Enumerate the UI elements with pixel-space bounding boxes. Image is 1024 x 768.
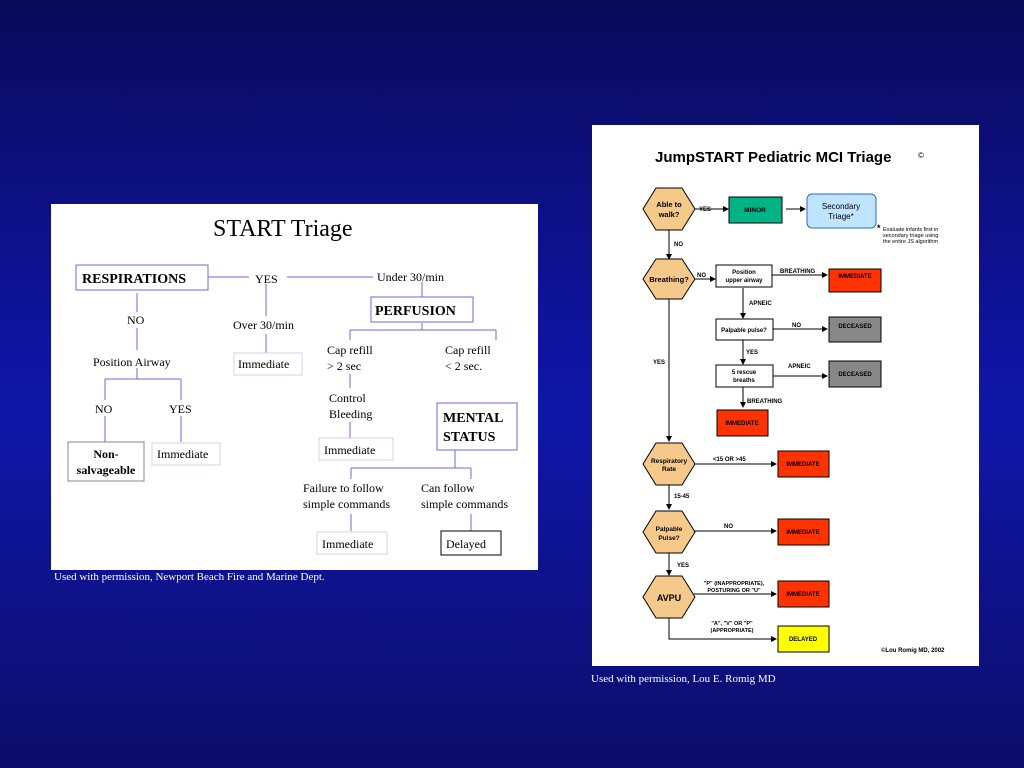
immediate-mental-box: Immediate [322, 537, 373, 551]
no-pulse-label: NO [792, 323, 801, 329]
immediate-airway-box: Immediate [157, 447, 208, 461]
resp-line2: Rate [662, 466, 676, 473]
no-breathing-label: NO [697, 273, 706, 279]
delayed-box: Delayed [446, 537, 486, 551]
minor-box: MINOR [744, 207, 766, 214]
note-star: * [877, 223, 881, 233]
no-palp-label: NO [724, 524, 733, 530]
immediate-box-2: IMMEDIATE [725, 421, 758, 427]
mental-status-line1: MENTAL [443, 411, 503, 426]
control-bleeding-line2: Bleeding [329, 407, 372, 421]
title-copyright: © [918, 151, 924, 160]
immediate-box-5: IMMEDIATE [786, 592, 819, 598]
yes-palp-label: YES [677, 563, 689, 569]
position-line1: Position [732, 270, 756, 276]
secondary-line1: Secondary [822, 202, 860, 211]
immediate-perfusion-box: Immediate [324, 443, 375, 457]
palp-line1: Palpable [656, 526, 683, 533]
breathing-rescue-label: BREATHING [747, 399, 783, 405]
delayed-box-js: DELAYED [789, 637, 818, 643]
position-airway-label: Position Airway [93, 355, 171, 369]
note-line1: Evaluate infants first in [883, 227, 938, 233]
note-line2: secondary triage using [883, 233, 938, 239]
able-line1: Able to [656, 200, 682, 209]
avpu-hexagon [642, 575, 696, 619]
cap-refill-gt-line1: Cap refill [327, 343, 373, 357]
jumpstart-triage-chart: JumpSTART Pediatric MCI Triage © [592, 125, 979, 666]
over-30-label: Over 30/min [233, 318, 294, 332]
immediate-box-1: IMMEDIATE [838, 274, 871, 280]
appropriate-line2: (APPROPRIATE) [711, 628, 754, 634]
immediate-box-3: IMMEDIATE [786, 462, 819, 468]
no-airway-label: NO [95, 402, 113, 416]
deceased-box-2: DECEASED [838, 372, 872, 378]
rescue-line1: 5 rescue [732, 370, 757, 376]
respirations-box: RESPIRATIONS [82, 272, 186, 287]
secondary-line2: Triage* [828, 212, 854, 221]
perfusion-box: PERFUSION [375, 304, 456, 319]
jumpstart-credit: Used with permission, Lou E. Romig MD [591, 673, 776, 685]
jumpstart-title: JumpSTART Pediatric MCI Triage [655, 149, 891, 166]
immediate-box-4: IMMEDIATE [786, 530, 819, 536]
can-follow-line1: Can follow [421, 481, 475, 495]
yes-walk-label: YES [699, 207, 711, 213]
non-salvageable-line2: salvageable [77, 463, 136, 477]
rescue-line2: breaths [733, 378, 755, 384]
breathing-question: Breathing? [649, 275, 689, 284]
position-line2: upper airway [725, 278, 763, 284]
author-credit: ©Lou Romig MD, 2002 [881, 647, 945, 654]
avpu-label: AVPU [657, 593, 681, 603]
fail-follow-line1: Failure to follow [303, 481, 384, 495]
palpable-pulse-box: Palpable pulse? [721, 328, 767, 334]
yes-airway-label: YES [169, 402, 192, 416]
cap-refill-gt-line2: > 2 sec [327, 359, 361, 373]
immediate-over30-box: Immediate [238, 357, 289, 371]
fail-follow-line2: simple commands [303, 497, 390, 511]
note-line3: the entire JS algorithm [883, 239, 938, 245]
start-credit: Used with permission, Newport Beach Fire… [54, 571, 325, 583]
start-triage-chart: START Triage RESPIRATIONS YES Under 30/m… [51, 204, 538, 570]
respiratory-rate-hexagon [642, 442, 696, 486]
can-follow-line2: simple commands [421, 497, 508, 511]
yes-pulse-label: YES [746, 350, 758, 356]
rate-abnormal-label: <15 OR >45 [713, 457, 746, 463]
cap-refill-lt-line2: < 2 sec. [445, 359, 482, 373]
able-line2: walk? [658, 210, 680, 219]
non-salvageable-line1: Non- [93, 447, 118, 461]
under-30-label: Under 30/min [377, 270, 444, 284]
inappropriate-line1: "P" (INAPPROPRIATE), [704, 581, 765, 587]
yes-label: YES [255, 272, 278, 286]
breathing-hexagon [642, 258, 696, 300]
inappropriate-line2: POSTURING OR "U" [707, 588, 761, 594]
mental-status-line2: STATUS [443, 430, 496, 445]
palpable-pulse-hexagon [642, 510, 696, 554]
palp-line2: Pulse? [658, 535, 679, 542]
appropriate-line1: "A", "V" OR "P" [711, 621, 753, 627]
no-walk-label: NO [674, 242, 683, 248]
apneic-1-label: APNEIC [749, 301, 772, 307]
able-to-walk-hexagon [642, 187, 696, 231]
deceased-box-1: DECEASED [838, 324, 872, 330]
control-bleeding-line1: Control [329, 391, 366, 405]
breathing-airway-label: BREATHING [780, 269, 816, 275]
apneic-2-label: APNEIC [788, 364, 811, 370]
start-title: START Triage [213, 216, 353, 242]
resp-line1: Respiratory [651, 458, 688, 465]
no-label: NO [127, 313, 145, 327]
rate-normal-label: 15-45 [674, 494, 690, 500]
cap-refill-lt-line1: Cap refill [445, 343, 491, 357]
yes-breathing-label: YES [653, 360, 665, 366]
